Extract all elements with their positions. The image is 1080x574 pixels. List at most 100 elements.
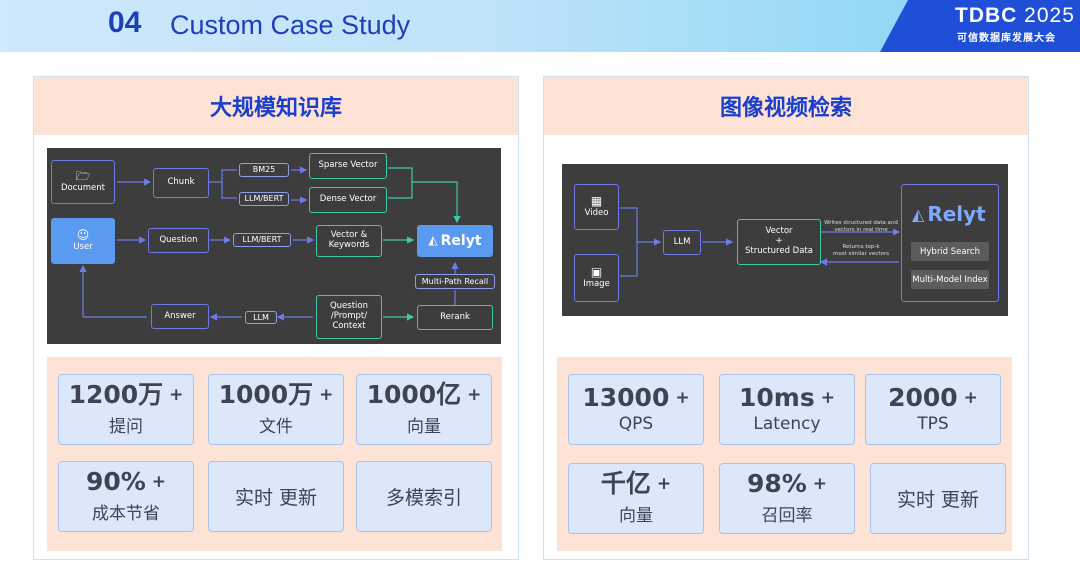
multi-path-recall-node: Multi-Path Recall: [415, 274, 495, 289]
stat-label: QPS: [618, 414, 654, 435]
video-node: ▦ Video: [574, 184, 619, 230]
stat-label: 文件: [259, 416, 293, 437]
vector-structured-label: Vector + Structured Data: [745, 226, 813, 256]
rerank-label: Rerank: [440, 311, 470, 322]
stat-value: 90%+: [85, 467, 167, 497]
stat-label: Latency: [753, 414, 821, 435]
answer-node: Answer: [151, 304, 209, 329]
stat-value: 98%+: [746, 469, 828, 499]
panel-title-image-video: 图像视频检索: [544, 77, 1028, 135]
relyt-container: [901, 184, 999, 302]
slide-header: 04 Custom Case Study TDBC 2025 可信数据库发展大会: [0, 0, 1080, 52]
image-icon: ▣: [590, 265, 603, 280]
returns-annotation: Returns top-k most similar vectors: [833, 244, 889, 257]
relyt-node: ◭ Relyt: [417, 225, 493, 257]
knowledge-base-stats: 1200万+ 提问 1000万+ 文件 1000亿+ 向量 90%+ 成本节省 …: [47, 357, 502, 551]
video-label: Video: [584, 208, 609, 219]
question-node: Question: [148, 228, 209, 253]
stat-label: 召回率: [761, 505, 813, 526]
user-icon: ☺: [76, 228, 90, 243]
stat-value: 10ms+: [739, 382, 835, 412]
question-label: Question: [159, 234, 198, 245]
llm-bert-top-node: LLM/BERT: [239, 192, 289, 206]
bm25-label-node: BM25: [239, 163, 289, 177]
relyt-logo-icon: ◭: [428, 233, 438, 248]
stat-label: 多模索引: [385, 487, 462, 509]
image-video-stats: 13000+ QPS 10ms+ Latency 2000+ TPS 千亿+ 向…: [557, 357, 1012, 551]
vector-structured-node: Vector + Structured Data: [737, 219, 821, 265]
llm-node: LLM: [663, 230, 701, 255]
stat-value: 1000亿+: [366, 380, 482, 410]
llm-bert-mid-node: LLM/BERT: [233, 233, 291, 247]
logo-subtitle: 可信数据库发展大会: [957, 33, 1056, 44]
stat-value: 1000万+: [218, 380, 334, 410]
rerank-node: Rerank: [417, 305, 493, 330]
logo-badge: [880, 0, 1080, 52]
stat-label: 实时 更新: [234, 487, 318, 509]
stat-label: TPS: [917, 414, 949, 435]
llm-bert-mid-label: LLM/BERT: [242, 235, 282, 245]
dense-vector-node: Dense Vector: [309, 187, 387, 213]
stat-card: 1000亿+ 向量: [356, 374, 492, 445]
logo-year: 2025: [1024, 4, 1075, 27]
image-label: Image: [583, 279, 610, 290]
folder-icon: 🗁: [75, 169, 91, 184]
llm-bert-top-label: LLM/BERT: [244, 194, 284, 204]
llm-label: LLM: [673, 236, 691, 247]
film-icon: ▦: [590, 194, 603, 209]
stat-card: 多模索引: [356, 461, 492, 532]
writes-annotation: Writes structured data and vectors in re…: [824, 220, 898, 233]
answer-label: Answer: [164, 310, 196, 321]
stat-card: 1200万+ 提问: [58, 374, 194, 445]
diagram-connectors: [620, 207, 901, 277]
stat-value: 千亿+: [600, 469, 672, 499]
rag-architecture-diagram: 🗁 Document Chunk BM25 LLM/BERT Sparse Ve…: [47, 148, 501, 344]
bm25-label: BM25: [252, 165, 276, 175]
stat-card: 千亿+ 向量: [568, 463, 704, 534]
stat-card: 1000万+ 文件: [208, 374, 344, 445]
relyt-label: Relyt: [927, 202, 986, 226]
stat-label: 提问: [109, 416, 143, 437]
stat-card: 13000+ QPS: [568, 374, 704, 445]
stat-label: 向量: [619, 505, 653, 526]
chunk-node: Chunk: [153, 168, 209, 198]
stat-card: 2000+ TPS: [865, 374, 1001, 445]
question-prompt-context-node: Question /Prompt/ Context: [316, 295, 382, 339]
logo-brand: TDBC: [955, 4, 1018, 27]
stat-value: 13000+: [582, 382, 690, 412]
user-label: User: [73, 242, 93, 253]
hybrid-search-chip: Hybrid Search: [911, 242, 989, 261]
stat-value: 2000+: [888, 382, 978, 412]
image-video-retrieval-panel: 图像视频检索 ▦ Video ▣ Image LLM Vector: [543, 76, 1029, 560]
document-node: 🗁 Document: [51, 160, 115, 204]
relyt-logo-icon: ◭: [912, 204, 925, 224]
llm-label: LLM: [253, 312, 269, 322]
knowledge-base-panel: 大规模知识库: [33, 76, 519, 560]
stat-card: 90%+ 成本节省: [58, 461, 194, 532]
stat-card: 实时 更新: [870, 463, 1006, 534]
section-number: 04: [108, 6, 142, 39]
sparse-vector-label: Sparse Vector: [318, 160, 378, 171]
question-prompt-context-label: Question /Prompt/ Context: [329, 301, 369, 331]
chunk-label: Chunk: [167, 177, 195, 188]
document-label: Document: [60, 183, 106, 194]
sparse-vector-node: Sparse Vector: [309, 153, 387, 179]
stat-card: 98%+ 召回率: [719, 463, 855, 534]
relyt-label: Relyt: [440, 232, 482, 249]
stat-value: 1200万+: [68, 380, 184, 410]
relyt-logo: ◭ Relyt: [912, 202, 986, 226]
user-node: ☺ User: [51, 218, 115, 264]
stat-label: 成本节省: [92, 503, 160, 524]
logo: TDBC 2025: [955, 4, 1075, 28]
retrieval-architecture-diagram: ▦ Video ▣ Image LLM Vector + Structured …: [562, 164, 1008, 316]
dense-vector-label: Dense Vector: [319, 194, 377, 205]
multi-model-index-chip: Multi-Model Index: [911, 270, 989, 289]
stat-label: 向量: [407, 416, 441, 437]
llm-label-node: LLM: [245, 311, 277, 324]
page-title: Custom Case Study: [170, 10, 411, 40]
vector-keywords-node: Vector & Keywords: [316, 225, 382, 257]
stat-card: 实时 更新: [208, 461, 344, 532]
panel-title-knowledge-base: 大规模知识库: [34, 77, 518, 135]
diagram-connectors: [79, 166, 461, 321]
image-node: ▣ Image: [574, 254, 619, 302]
